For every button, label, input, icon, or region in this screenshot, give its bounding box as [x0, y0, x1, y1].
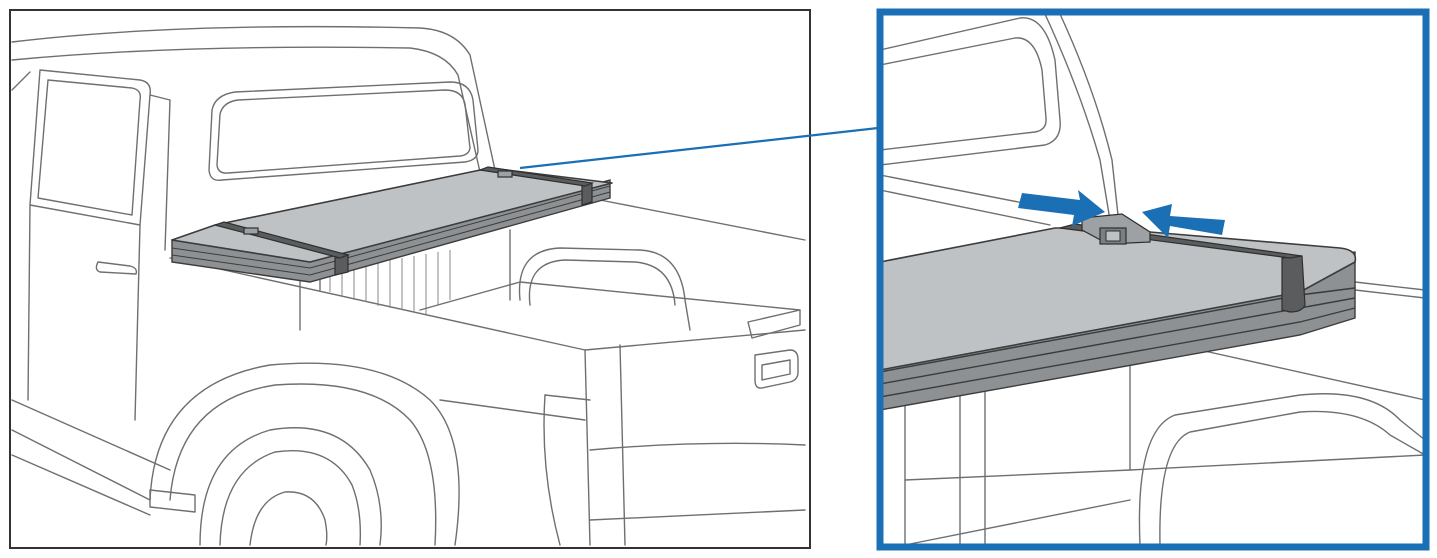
detail-cab [879, 13, 1426, 299]
detail-frame [876, 8, 1430, 551]
overview-panel [9, 9, 811, 549]
detail-bed-interior [904, 349, 1426, 546]
squeeze-arrows [1018, 190, 1225, 238]
rear-wheel [149, 362, 460, 546]
folded-cover-detail [879, 213, 1357, 411]
truck-cab [11, 25, 496, 516]
truck-bed [169, 199, 806, 546]
arrow-left-icon [1142, 204, 1225, 238]
arrow-right-icon [1018, 190, 1105, 226]
buckle-front [243, 227, 259, 235]
buckle-rear [497, 170, 513, 178]
detail-panel [876, 8, 1430, 551]
overview-frame [9, 9, 811, 549]
callout-leader-line [519, 126, 879, 170]
folded-cover-overview [171, 166, 613, 283]
